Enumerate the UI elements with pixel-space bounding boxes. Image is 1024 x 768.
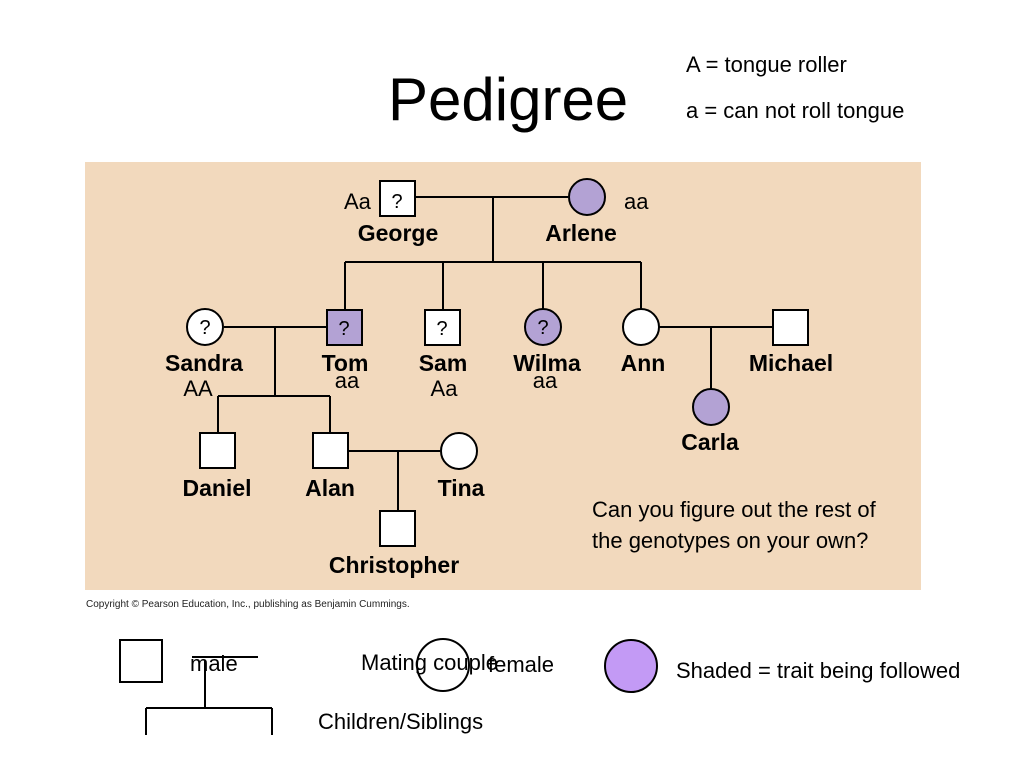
tina-circle [440, 432, 478, 470]
tom-mark: ? [338, 318, 349, 340]
ann-circle [622, 308, 660, 346]
michael-name: Michael [749, 350, 833, 376]
legend-shaded-circle [604, 639, 658, 693]
wilma-mark: ? [537, 317, 548, 339]
wilma-name: Wilma [513, 350, 581, 376]
legend-children-label: Children/Siblings [318, 709, 484, 734]
sandra-genotype: AA [183, 376, 213, 401]
alan-square [312, 432, 349, 469]
wilma-circle [524, 308, 562, 346]
sam-genotype: Aa [431, 376, 459, 401]
george-mark: ? [391, 191, 402, 213]
george-name: George [358, 220, 439, 246]
tom-name: Tom [322, 350, 369, 376]
pedigree-lines [217, 196, 772, 510]
christopher-square [379, 510, 416, 547]
legend-children-bracket [145, 660, 273, 735]
legend-female-label: female [488, 652, 555, 677]
sandra-mark: ? [199, 317, 210, 339]
sandra-name: Sandra [165, 350, 243, 376]
key-dominant: A = tongue roller [686, 52, 847, 77]
legend-mating-label: Mating couple [361, 650, 498, 675]
carla-circle [692, 388, 730, 426]
daniel-square [199, 432, 236, 469]
tom-square [326, 309, 363, 346]
tom-genotype: aa [335, 368, 360, 393]
legend-female-circle [416, 638, 470, 692]
carla-name: Carla [681, 429, 739, 455]
daniel-name: Daniel [182, 475, 251, 501]
key-recessive: a = can not roll tongue [686, 98, 905, 123]
legend-male-square [119, 639, 163, 683]
legend-shaded-label: Shaded = trait being followed [676, 658, 961, 683]
ann-name: Ann [621, 350, 666, 376]
arlene-name: Arlene [545, 220, 617, 246]
legend-male-label: male [190, 651, 238, 676]
christopher-name: Christopher [329, 552, 459, 578]
alan-name: Alan [305, 475, 355, 501]
copyright-text: Copyright © Pearson Education, Inc., pub… [86, 599, 410, 610]
wilma-genotype: aa [533, 368, 558, 393]
sam-name: Sam [419, 350, 468, 376]
sam-square [424, 309, 461, 346]
arlene-circle [568, 178, 606, 216]
arlene-genotype: aa [624, 189, 649, 214]
sam-mark: ? [436, 318, 447, 340]
sandra-circle [186, 308, 224, 346]
tina-name: Tina [438, 475, 485, 501]
question-text: Can you figure out the rest of the genot… [592, 497, 876, 553]
page-title: Pedigree [388, 66, 629, 133]
michael-square [772, 309, 809, 346]
george-genotype: Aa [344, 189, 372, 214]
george-square [379, 180, 416, 217]
pedigree-panel [85, 162, 921, 590]
